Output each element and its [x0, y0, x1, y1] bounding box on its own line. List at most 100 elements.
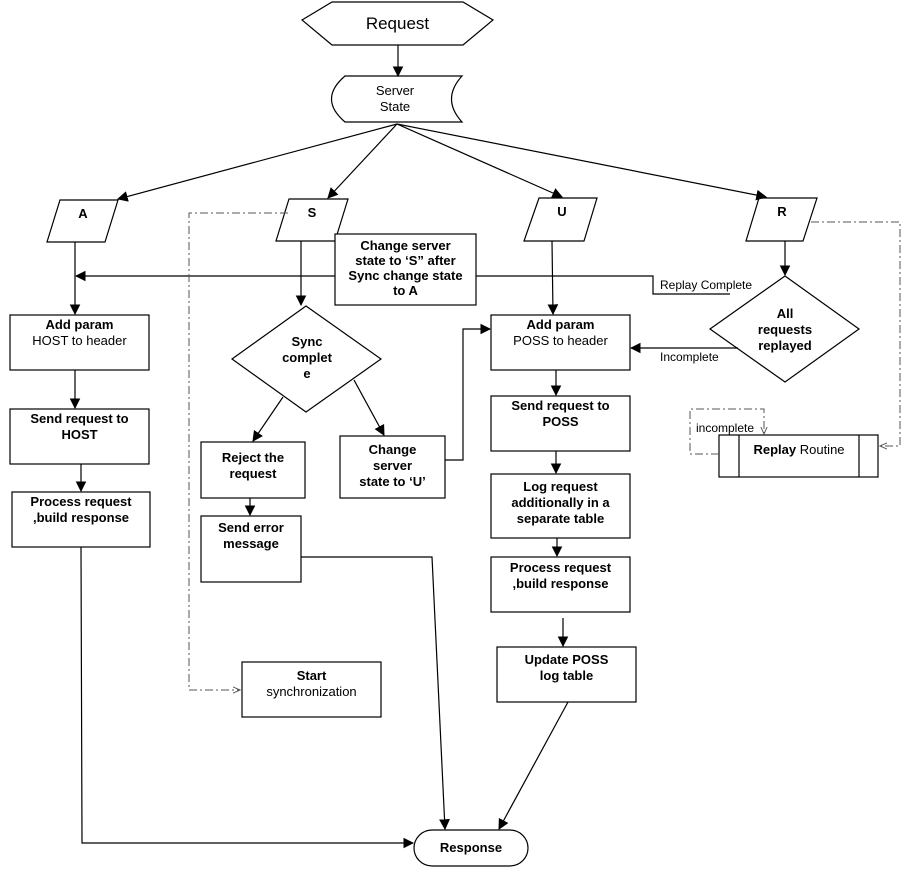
log-line-3: separate table [516, 511, 605, 526]
update-line-2: log table [539, 668, 594, 683]
replay-routine-normal: Routine [796, 442, 845, 457]
request-hexagon [300, 1, 495, 46]
update-line-1: Update POSS [524, 652, 609, 667]
server-state-shape [330, 75, 464, 123]
all-replayed-diamond [708, 275, 861, 383]
start-sync-label: Start synchronization [242, 664, 381, 704]
replayed-line-3: replayed [758, 338, 812, 353]
process-request-u-label: Process request ,build response [491, 560, 630, 591]
add-param-host-normal: HOST to header [32, 333, 127, 348]
state-u-text: U [557, 204, 567, 219]
sync-line-2: complet [282, 350, 332, 365]
add-param-poss-normal: POSS to header [513, 333, 608, 348]
edge-replaycomplete-note [476, 275, 730, 295]
add-param-host-label: Add param HOST to header [10, 317, 149, 348]
edge-sync-changeu [353, 379, 385, 436]
error-line-2: message [223, 536, 279, 551]
edge-server-s [327, 123, 398, 199]
state-a-text: A [78, 206, 88, 221]
log-line-2: additionally in a [511, 495, 610, 510]
edge-s-startsync [188, 212, 288, 690]
reject-line-2: request [229, 466, 277, 481]
send-poss-line-1: Send request to [511, 398, 610, 413]
server-state-line2: State [379, 99, 411, 114]
change-u-line-3: state to ‘U’ [359, 474, 426, 489]
sync-complete-diamond [230, 305, 383, 413]
state-r-shape [745, 197, 818, 242]
send-request-host-box [9, 408, 150, 465]
send-error-box [200, 515, 302, 583]
process-a-line-2: ,build response [32, 510, 130, 525]
log-line-1: Log request [523, 479, 598, 494]
update-poss-log-box [496, 646, 637, 703]
note-line-4: to A [393, 283, 418, 298]
log-request-box [490, 473, 631, 539]
process-u-line-2: ,build response [512, 576, 609, 591]
log-request-label: Log request additionally in a separate t… [491, 478, 630, 528]
send-host-line-2: HOST [61, 427, 98, 442]
reject-request-box [200, 441, 306, 499]
edge-r-replayroutine [811, 221, 901, 446]
change-state-note-label: Change server state to ‘S” after Sync ch… [335, 236, 476, 300]
state-s-text: S [307, 205, 317, 220]
change-state-u-box [339, 435, 446, 499]
edge-server-u [396, 123, 563, 199]
process-request-a-box [11, 491, 151, 548]
edge-u-addposs [547, 240, 559, 316]
start-sync-normal: synchronization [266, 684, 357, 699]
note-line-3: Sync change state [348, 268, 463, 283]
send-error-label: Send error message [201, 518, 301, 554]
change-state-u-label: Change server state to ‘U’ [340, 438, 445, 494]
sync-line-3: e [303, 366, 311, 381]
send-request-poss-box [490, 395, 631, 452]
edge-label-incomplete-loop: incomplete [696, 421, 755, 435]
response-text: Response [439, 840, 503, 855]
change-u-line-2: server [372, 458, 413, 473]
note-line-1: Change server [360, 238, 451, 253]
edge-processa-response [80, 546, 415, 849]
replay-routine-box [718, 434, 879, 478]
error-line-1: Send error [218, 520, 284, 535]
add-param-poss-label: Add param POSS to header [491, 317, 630, 348]
process-a-line-1: Process request [30, 494, 132, 509]
note-line-2: state to ‘S” after [355, 253, 456, 268]
replayed-line-1: All [776, 306, 794, 321]
reject-request-label: Reject the request [201, 444, 305, 488]
server-state-label: Server State [340, 80, 450, 118]
reject-line-1: Reject the [221, 450, 285, 465]
process-u-line-1: Process request [509, 560, 612, 575]
all-replayed-label: All requests replayed [740, 305, 830, 355]
edge-label-replay-complete: Replay Complete [660, 278, 753, 292]
state-r-text: R [777, 204, 787, 219]
state-u-shape [523, 197, 598, 242]
send-host-line-1: Send request to [30, 411, 129, 426]
edge-update-response [498, 701, 569, 830]
start-sync-bold: Start [296, 668, 327, 683]
state-a-shape [46, 199, 119, 243]
add-param-poss-bold: Add param [526, 317, 595, 332]
replayed-line-2: requests [757, 322, 813, 337]
edge-server-a [116, 123, 398, 202]
process-request-a-label: Process request ,build response [12, 494, 150, 525]
server-state-line1: Server [375, 83, 415, 98]
change-u-line-1: Change [368, 442, 417, 457]
state-u-label: U [531, 198, 593, 226]
edge-sync-reject [252, 396, 284, 442]
replay-routine-label: Replay Routine [739, 437, 859, 463]
state-r-label: R [751, 198, 813, 226]
sync-complete-label: Sync complet e [262, 333, 352, 383]
edge-error-response [301, 556, 450, 831]
process-request-u-box [490, 556, 631, 613]
edge-label-incomplete: Incomplete [660, 350, 719, 364]
replay-routine-bold: Replay [753, 442, 797, 457]
request-text: Request [365, 14, 430, 33]
state-s-label: S [281, 199, 343, 227]
sync-line-1: Sync [291, 334, 323, 349]
state-a-label: A [52, 200, 114, 228]
request-label: Request [302, 4, 493, 44]
edge-server-r [396, 123, 768, 201]
start-sync-box [241, 661, 382, 718]
edge-changeu-addposs [445, 323, 492, 461]
edge-replay-incomplete-loop [689, 408, 764, 455]
send-request-poss-label: Send request to POSS [491, 398, 630, 429]
